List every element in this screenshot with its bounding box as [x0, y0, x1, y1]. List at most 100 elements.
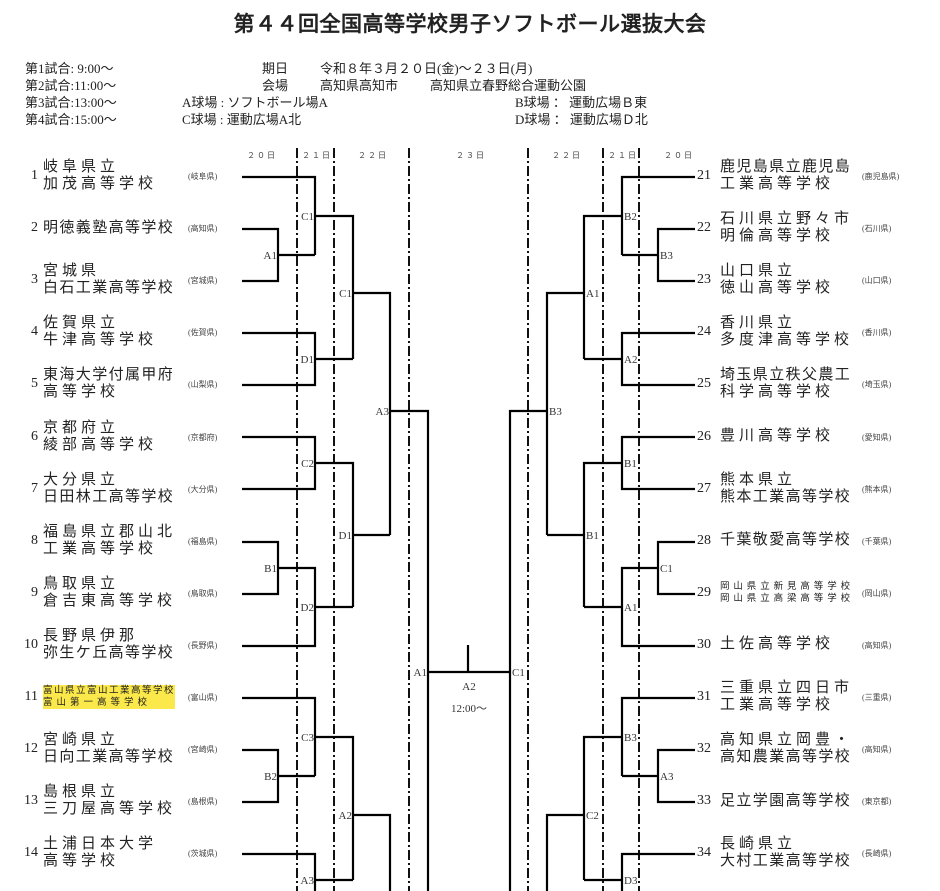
venue-label: 会場: [262, 78, 289, 93]
team-name: 大分県立日田林工高等学校: [43, 472, 175, 506]
team-name-line: 鳥取県立: [43, 575, 120, 592]
team-prefecture: (山梨県): [188, 380, 218, 390]
day-label: ２２日: [552, 151, 582, 160]
team-number: 23: [697, 272, 711, 288]
final-match-time: 12:00～: [451, 703, 487, 715]
team-name-line: 倉吉東高等学校: [43, 592, 177, 609]
team-number: 30: [697, 636, 711, 652]
team-prefecture: (長野県): [188, 640, 218, 650]
team-prefecture: (東京都): [862, 797, 892, 807]
match-label: A3: [376, 406, 390, 418]
team-name-line: 科学高等学校: [720, 384, 835, 401]
team-name-line: 福島県立郡山北: [43, 523, 177, 540]
team-name-line: 高等学校: [43, 853, 120, 870]
match-label: A2: [624, 354, 637, 366]
team-number: 8: [31, 532, 38, 548]
match-label: B2: [624, 211, 637, 223]
team-number: 7: [31, 480, 38, 496]
day-label: ２０日: [247, 151, 277, 160]
field-c: C球場 : 運動広場A北: [182, 112, 302, 127]
team-name-line: 香川県立: [720, 315, 797, 332]
team-name: 土佐高等学校: [720, 636, 852, 653]
match-label: B1: [624, 458, 637, 470]
team-prefecture: (岐阜県): [188, 172, 218, 181]
team-name: 鳥取県立倉吉東高等学校: [43, 576, 175, 610]
schedule-4: 第4試合:15:00～: [25, 112, 117, 127]
team-number: 33: [697, 793, 711, 809]
team-name: 豊川高等学校: [720, 428, 852, 445]
final-match-label: A2: [462, 681, 475, 693]
team-name-line: 日向工業高等学校: [43, 749, 175, 766]
team-prefecture: (茨城県): [188, 849, 218, 859]
team-name: 長崎県立大村工業高等学校: [720, 836, 852, 870]
team-name-line: 長野県伊那: [43, 627, 139, 644]
schedule: 第1試合: 9:00～ 第2試合:11:00～ 第3試合:13:00～ 第4試合…: [25, 60, 117, 128]
team-name: 山口県立徳山高等学校: [720, 263, 852, 297]
team-name-line: 高知県立岡豊・: [720, 732, 854, 749]
team-prefecture: (鳥取県): [188, 588, 218, 598]
team-name-line: 鹿児島県立鹿児島: [720, 159, 852, 175]
team-name-line: 明倫高等学校: [720, 228, 835, 245]
schedule-2: 第2試合:11:00～: [25, 78, 117, 93]
team-prefecture: (富山県): [188, 693, 218, 702]
team-name-line: 熊本県立: [720, 471, 797, 488]
team-prefecture: (高知県): [862, 745, 892, 755]
team-name-line: 白石工業高等学校: [43, 280, 175, 297]
team-prefecture: (島根県): [188, 797, 218, 807]
match-label: A3: [301, 875, 315, 887]
team-prefecture: (宮城県): [188, 276, 218, 286]
team-number: 10: [24, 636, 38, 652]
team-number: 26: [697, 428, 711, 444]
schedule-1: 第1試合: 9:00～: [25, 61, 114, 76]
team-name: 香川県立多度津高等学校: [720, 315, 852, 349]
team-number: 13: [24, 793, 38, 809]
team-name-line: 土浦日本大学: [43, 836, 158, 853]
match-label: A1: [264, 250, 277, 262]
team-name-line: 工業高等学校: [720, 176, 835, 192]
team-name-line: 高等学校: [43, 384, 120, 401]
team-name-line: 足立学園高等学校: [720, 792, 852, 809]
day-dividers: [296, 148, 640, 891]
team-name-line: 大分県立: [43, 471, 120, 488]
left-bracket-lines: [242, 175, 510, 891]
team-number: 24: [697, 324, 711, 340]
team-number: 29: [697, 584, 711, 600]
team-name: 福島県立郡山北工業高等学校: [43, 524, 175, 558]
team-name-line: 富山第一高等学校: [43, 698, 152, 708]
team-number: 31: [697, 689, 711, 704]
match-label: A3: [660, 771, 674, 783]
team-name-line: 京都府立: [43, 419, 120, 436]
team-number: 12: [24, 741, 38, 757]
match-label: A1: [586, 288, 599, 300]
team-number: 1: [31, 168, 38, 183]
field-d: D球場 ： 運動広場Ｄ北: [515, 112, 648, 127]
team-name-line: 大村工業高等学校: [720, 853, 852, 870]
team-name-line: 明徳義塾高等学校: [43, 219, 175, 236]
match-labels: A1C1D1C1C2B1D2D1A3C3B2A3A2A1B3B2A2A1B1C1…: [264, 211, 674, 887]
team-number: 4: [31, 324, 38, 340]
team-name: 岡山県立新見高等学校岡山県立高梁高等学校: [720, 581, 852, 605]
team-name: 長野県伊那弥生ケ丘高等学校: [43, 628, 175, 662]
team-prefecture: (京都府): [188, 432, 218, 442]
dates-label: 期日: [262, 61, 289, 76]
team-number: 21: [697, 168, 711, 183]
team-prefecture: (大分県): [188, 484, 218, 494]
team-name-line: 宮崎県立: [43, 732, 120, 749]
match-label: C2: [586, 810, 599, 822]
team-name: 千葉敬愛高等学校: [720, 532, 852, 549]
team-number: 34: [697, 845, 711, 861]
team-name-line: 日田林工高等学校: [43, 488, 175, 505]
team-prefecture: (埼玉県): [862, 380, 892, 390]
day-label: ２３日: [456, 151, 486, 160]
team-number: 9: [31, 584, 38, 600]
team-name-line: 千葉敬愛高等学校: [720, 532, 852, 549]
schedule-3: 第3試合:13:00～: [25, 95, 117, 110]
team-name-line: 高知農業高等学校: [720, 749, 852, 766]
team-number: 2: [31, 220, 38, 236]
match-label: B2: [264, 771, 277, 783]
team-number: 28: [697, 532, 711, 548]
team-name: 京都府立綾部高等学校: [43, 420, 175, 454]
team-number: 5: [31, 376, 38, 392]
team-name-line: 三刀屋高等学校: [43, 801, 177, 818]
team-name-line: 熊本工業高等学校: [720, 488, 852, 505]
